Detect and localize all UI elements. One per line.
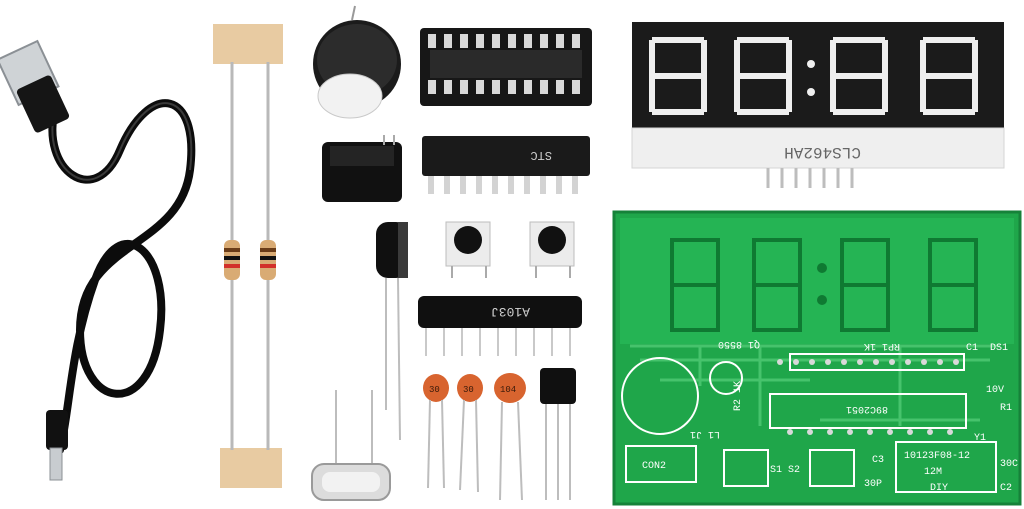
ceramic-3-label: 104 <box>500 385 516 395</box>
ceramic-capacitor-3: 104 <box>494 373 526 501</box>
pcb-label-j1: L1 J1 <box>690 428 720 439</box>
pcb-label-kit: 10123F08-12 <box>904 451 970 462</box>
pcb-label-freq: 12M <box>924 467 942 478</box>
resistor-1 <box>224 240 240 280</box>
pcb-label-c3: C3 <box>872 455 884 466</box>
microcontroller-chip: STC <box>422 136 590 194</box>
pcb-label-con2: CON2 <box>642 461 666 472</box>
pcb-label-diy: DIY <box>930 483 948 494</box>
dc-barrel-plug <box>46 410 68 481</box>
pcb-label-chip: 89C2051 <box>846 403 888 414</box>
ceramic-capacitor-2: 30 <box>457 374 483 493</box>
ceramic-1-label: 30 <box>429 385 440 395</box>
tactile-button-2 <box>529 221 575 278</box>
ic-socket <box>420 28 592 106</box>
electrolytic-capacitor <box>376 222 408 441</box>
seven-segment-display: CLS462AH <box>631 22 1005 188</box>
usb-power-cable <box>0 39 196 481</box>
power-jack <box>322 135 402 202</box>
buzzer <box>313 5 401 119</box>
mcu-marking: STC <box>530 148 552 162</box>
tactile-button-1 <box>445 221 491 278</box>
display-part-number: CLS462AH <box>784 143 861 161</box>
resistor-network: A103J <box>418 296 582 356</box>
usb-a-plug <box>0 39 70 133</box>
pcb-label-rp: RP1 1K <box>864 340 900 351</box>
resistor-2 <box>260 240 276 280</box>
pcb-board: Q1 8550 RP1 1K C1 DS1 89C2051 L1 J1 R2 1… <box>612 210 1022 506</box>
crystal-oscillator <box>311 390 391 501</box>
ceramic-capacitor-1: 30 <box>423 374 449 489</box>
pcb-label-r1: R1 <box>1000 403 1012 414</box>
pcb-label-30p: 30P <box>864 479 882 490</box>
pcb-cap-marking: 10V <box>986 385 1004 396</box>
transistor <box>540 368 576 500</box>
pcb-label-c1: C1 <box>966 343 978 354</box>
ceramic-2-label: 30 <box>463 385 474 395</box>
pcb-label-c30: 30C <box>1000 459 1018 470</box>
pcb-label-c2: C2 <box>1000 483 1012 494</box>
pcb-label-q1: Q1 8550 <box>718 338 760 349</box>
pcb-label-r2: R2 1K <box>733 381 744 411</box>
resistor-network-marking: A103J <box>491 304 530 319</box>
pcb-label-ds1: DS1 <box>990 343 1008 354</box>
pcb-label-s1s2: S1 S2 <box>770 465 800 476</box>
pcb-label-y1: Y1 <box>974 433 986 444</box>
resistors <box>213 24 283 488</box>
